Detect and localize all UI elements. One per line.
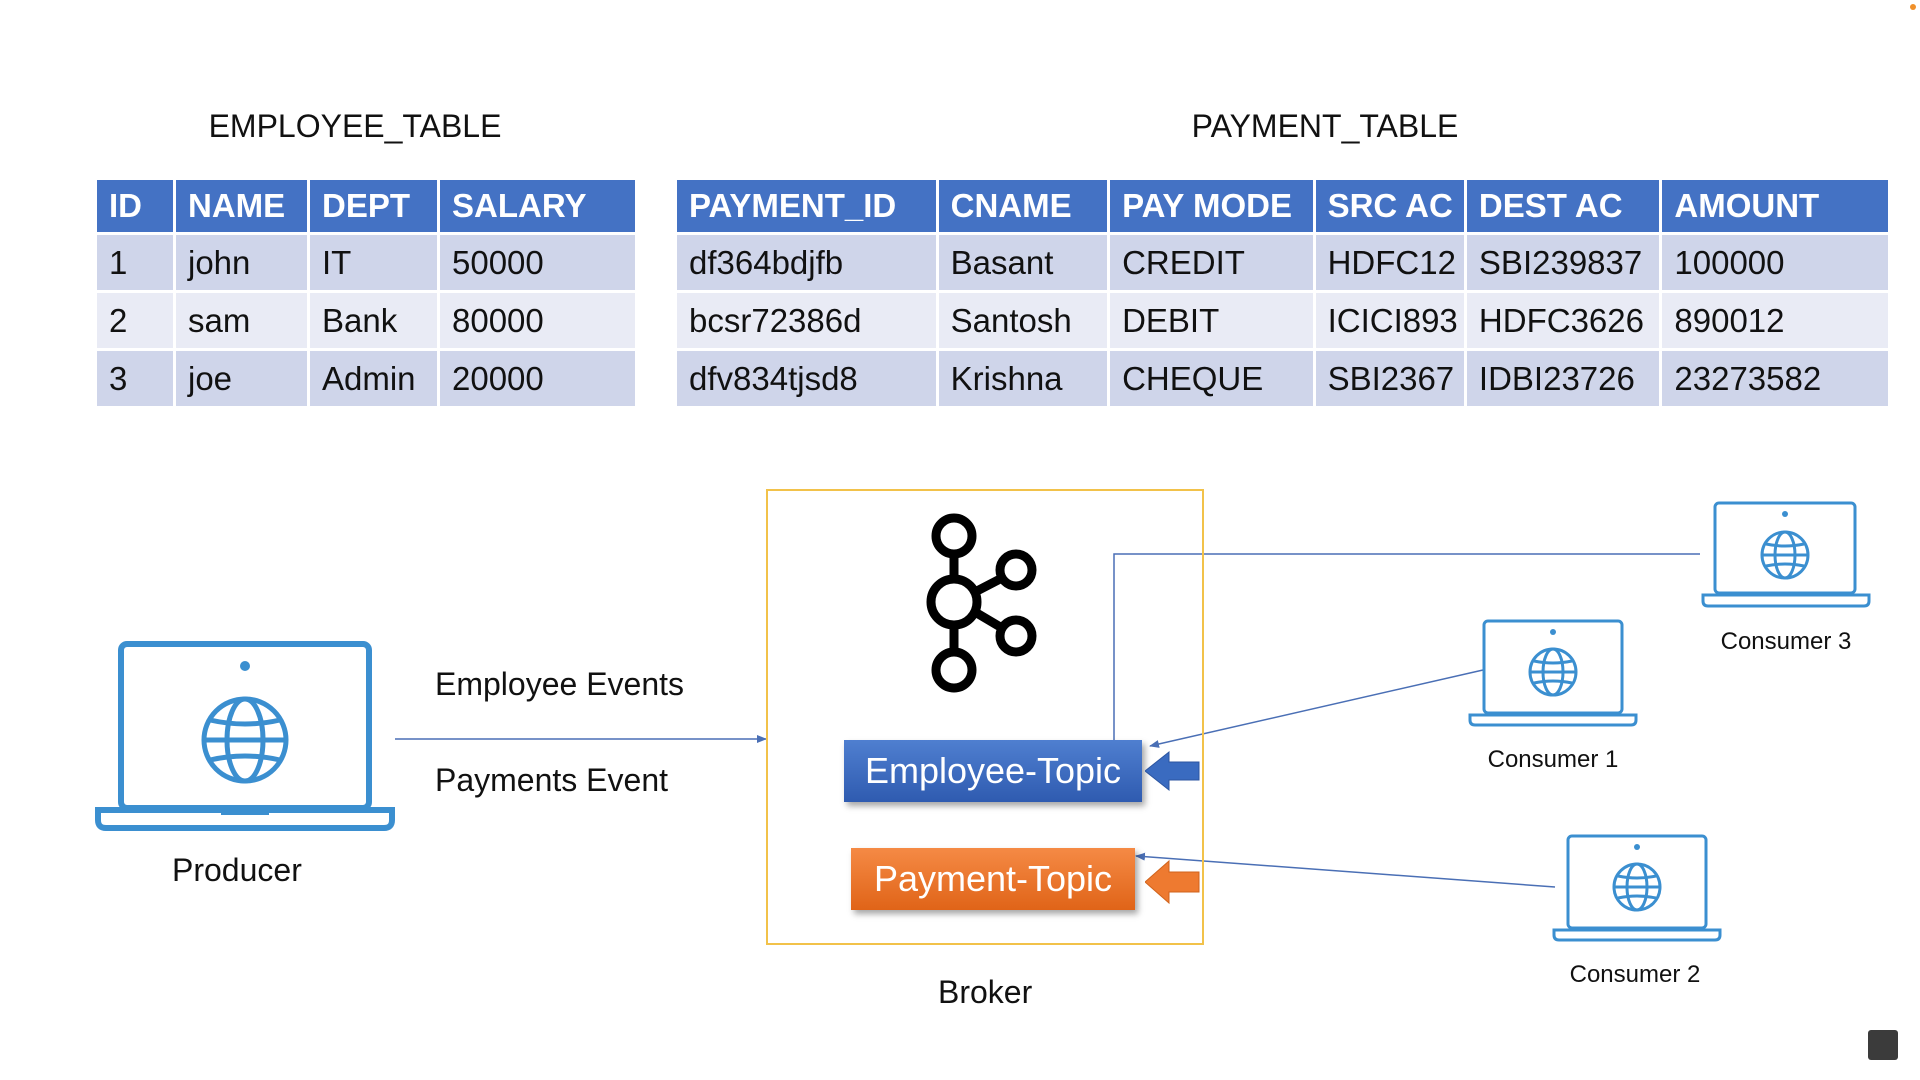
table-cell: Bank: [310, 293, 437, 348]
table-cell: 890012: [1662, 293, 1888, 348]
column-header-dest-ac: DEST AC: [1466, 180, 1660, 232]
payment-topic: Payment-Topic: [851, 848, 1135, 910]
table-cell: 23273582: [1662, 351, 1888, 406]
table-row: 3 joe Admin 20000: [97, 351, 635, 406]
table-row: bcsr72386d Santosh DEBIT ICICI893 HDFC36…: [677, 293, 1888, 348]
screen-widget-icon[interactable]: [1868, 1030, 1898, 1060]
consumer-3-laptop-icon: [1701, 501, 1871, 608]
employee-table-title: EMPLOYEE_TABLE: [208, 108, 502, 144]
globe-icon: [201, 696, 289, 784]
broker-box: [766, 489, 1204, 945]
kafka-logo-icon: [926, 513, 1037, 693]
globe-icon: [1612, 862, 1662, 912]
employee-topic: Employee-Topic: [844, 740, 1142, 802]
consumer-1-label: Consumer 1: [1487, 746, 1619, 773]
table-cell: HDFC3626: [1466, 293, 1660, 348]
consumer-2-laptop-icon: [1552, 834, 1722, 942]
column-header-name: NAME: [176, 180, 307, 232]
table-cell: SBI239837: [1466, 235, 1660, 290]
column-header-cname: CNAME: [938, 180, 1108, 232]
column-header-payment-id: PAYMENT_ID: [677, 180, 936, 232]
table-cell: CREDIT: [1110, 235, 1313, 290]
broker-label: Broker: [938, 974, 1033, 1010]
status-dot-icon: [1910, 4, 1916, 10]
table-cell: DEBIT: [1110, 293, 1313, 348]
table-cell: Admin: [310, 351, 437, 406]
table-cell: 20000: [440, 351, 635, 406]
table-cell: ICICI893: [1315, 293, 1464, 348]
table-cell: sam: [176, 293, 307, 348]
table-cell: 100000: [1662, 235, 1888, 290]
table-row: dfv834tjsd8 Krishna CHEQUE SBI2367 IDBI2…: [677, 351, 1888, 406]
table-row: 2 sam Bank 80000: [97, 293, 635, 348]
employee-events-label: Employee Events: [435, 666, 685, 702]
arrow-left-icon: [1145, 859, 1200, 905]
table-cell: Basant: [938, 235, 1108, 290]
producer-laptop-icon: [95, 641, 395, 831]
table-row: df364bdjfb Basant CREDIT HDFC12 SBI23983…: [677, 235, 1888, 290]
table-cell: dfv834tjsd8: [677, 351, 936, 406]
table-cell: IT: [310, 235, 437, 290]
table-cell: bcsr72386d: [677, 293, 936, 348]
table-cell: 50000: [440, 235, 635, 290]
table-row: 1 john IT 50000: [97, 235, 635, 290]
column-header-src-ac: SRC AC: [1315, 180, 1464, 232]
consumer-1-laptop-icon: [1468, 619, 1638, 727]
table-cell: 3: [97, 351, 173, 406]
column-header-pay-mode: PAY MODE: [1110, 180, 1313, 232]
column-header-dept: DEPT: [310, 180, 437, 232]
employee-table: ID NAME DEPT SALARY 1 john IT 50000 2 sa…: [94, 177, 638, 409]
globe-icon: [1528, 647, 1578, 697]
table-cell: df364bdjfb: [677, 235, 936, 290]
column-header-amount: AMOUNT: [1662, 180, 1888, 232]
arrow-left-icon: [1145, 750, 1200, 792]
payment-table-title: PAYMENT_TABLE: [1191, 108, 1459, 144]
column-header-salary: SALARY: [440, 180, 635, 232]
table-cell: Krishna: [938, 351, 1108, 406]
table-header-row: PAYMENT_ID CNAME PAY MODE SRC AC DEST AC…: [677, 180, 1888, 232]
table-cell: CHEQUE: [1110, 351, 1313, 406]
table-cell: IDBI23726: [1466, 351, 1660, 406]
consumer-2-label: Consumer 2: [1569, 961, 1701, 988]
payments-event-label: Payments Event: [435, 762, 668, 798]
table-cell: joe: [176, 351, 307, 406]
consumer-3-label: Consumer 3: [1720, 628, 1852, 655]
table-cell: 2: [97, 293, 173, 348]
globe-icon: [1760, 530, 1810, 580]
column-header-id: ID: [97, 180, 173, 232]
payment-table: PAYMENT_ID CNAME PAY MODE SRC AC DEST AC…: [674, 177, 1891, 409]
table-cell: 80000: [440, 293, 635, 348]
producer-label: Producer: [172, 852, 302, 888]
table-cell: SBI2367: [1315, 351, 1464, 406]
table-cell: Santosh: [938, 293, 1108, 348]
table-header-row: ID NAME DEPT SALARY: [97, 180, 635, 232]
table-cell: john: [176, 235, 307, 290]
table-cell: HDFC12: [1315, 235, 1464, 290]
table-cell: 1: [97, 235, 173, 290]
